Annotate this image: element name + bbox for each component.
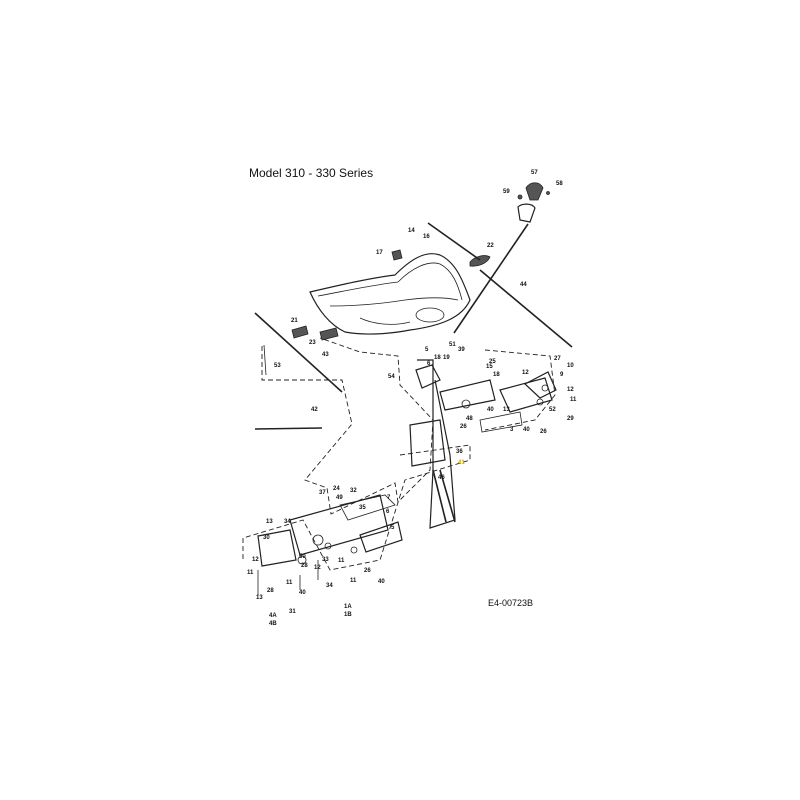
part-label-3: 3 bbox=[510, 427, 514, 433]
part-label-40: 40 bbox=[378, 579, 385, 585]
part-label-13: 13 bbox=[266, 519, 273, 525]
part-label-31: 31 bbox=[289, 609, 296, 615]
part-label-49: 49 bbox=[336, 495, 343, 501]
rod-44 bbox=[479, 269, 573, 348]
part-label-52: 52 bbox=[549, 407, 556, 413]
part-label-12: 12 bbox=[522, 370, 529, 376]
part-label-30: 30 bbox=[263, 535, 270, 541]
part-label-24: 24 bbox=[333, 486, 340, 492]
part-label-58: 58 bbox=[556, 181, 563, 187]
part-label-42: 42 bbox=[311, 407, 318, 413]
part-label-11: 11 bbox=[247, 570, 254, 576]
highlighted-labels: 41 bbox=[458, 460, 465, 466]
part-label-26: 26 bbox=[460, 424, 467, 430]
steering-column bbox=[409, 359, 456, 529]
part-label-41-highlight: 41 bbox=[458, 460, 465, 466]
part-label-1B: 1B bbox=[344, 612, 352, 618]
part-label-23: 23 bbox=[309, 340, 316, 346]
part-label-26: 26 bbox=[540, 429, 547, 435]
part-label-19: 19 bbox=[443, 355, 450, 361]
part-label-13: 13 bbox=[503, 407, 510, 413]
part-label-11: 11 bbox=[338, 558, 345, 564]
part-label-9: 9 bbox=[560, 372, 564, 378]
part-label-11: 11 bbox=[350, 578, 357, 584]
rod-44-upper bbox=[427, 222, 481, 261]
part-label-34: 34 bbox=[326, 583, 333, 589]
part-label-51: 51 bbox=[449, 342, 456, 348]
part-label-50: 50 bbox=[299, 554, 306, 560]
part-label-18: 18 bbox=[493, 372, 500, 378]
part-label-11: 11 bbox=[570, 397, 577, 403]
part-label-5: 5 bbox=[391, 525, 395, 531]
part-label-7: 7 bbox=[387, 495, 391, 501]
rod-43 bbox=[254, 312, 343, 393]
dashed-outline-right bbox=[484, 349, 556, 431]
dashed-outline-lower bbox=[242, 444, 471, 571]
part-label-40: 40 bbox=[299, 590, 306, 596]
part-label-39: 39 bbox=[458, 347, 465, 353]
lever-link bbox=[453, 223, 529, 334]
part-label-6: 6 bbox=[427, 361, 431, 367]
part-label-21: 21 bbox=[291, 318, 298, 324]
part-label-53: 53 bbox=[274, 363, 281, 369]
rod-42 bbox=[254, 427, 323, 430]
part-label-32: 32 bbox=[350, 488, 357, 494]
part-label-4A: 4A bbox=[269, 613, 277, 619]
part-label-37: 37 bbox=[319, 490, 326, 496]
part-label-34: 34 bbox=[284, 519, 291, 525]
part-label-12: 12 bbox=[567, 387, 574, 393]
part-label-15: 15 bbox=[486, 364, 493, 370]
part-label-54: 54 bbox=[388, 374, 395, 380]
part-label-33: 33 bbox=[322, 557, 329, 563]
part-label-12: 12 bbox=[314, 565, 321, 571]
right-bracket bbox=[439, 371, 557, 433]
panel-clips bbox=[291, 325, 339, 341]
part-label-26: 26 bbox=[364, 568, 371, 574]
part-label-16: 16 bbox=[423, 234, 430, 240]
rod-53 bbox=[263, 344, 267, 376]
part-label-43: 43 bbox=[322, 352, 329, 358]
part-label-22: 22 bbox=[487, 243, 494, 249]
part-label-13: 13 bbox=[256, 595, 263, 601]
part-label-12: 12 bbox=[252, 557, 259, 563]
part-label-46: 46 bbox=[438, 475, 445, 481]
part-label-28: 28 bbox=[301, 563, 308, 569]
knob-assembly bbox=[517, 182, 550, 223]
part-label-59: 59 bbox=[503, 189, 510, 195]
dashed-outline-upper bbox=[261, 337, 434, 515]
part-label-11: 11 bbox=[286, 580, 293, 586]
diagram-title: Model 310 - 330 Series bbox=[249, 166, 374, 180]
part-label-48: 48 bbox=[466, 416, 473, 422]
part-label-10: 10 bbox=[567, 363, 574, 369]
part-label-36: 36 bbox=[456, 449, 463, 455]
part-label-5: 5 bbox=[425, 347, 429, 353]
part-label-57: 57 bbox=[531, 170, 538, 176]
stacked-labels: 1A 1B 4A 4B bbox=[269, 604, 352, 627]
part-label-6: 6 bbox=[386, 509, 390, 515]
part-label-14: 14 bbox=[408, 228, 415, 234]
drawing-code: E4-00723B bbox=[488, 598, 534, 608]
part-label-17: 17 bbox=[376, 250, 383, 256]
part-label-1A: 1A bbox=[344, 604, 352, 610]
part-label-28: 28 bbox=[267, 588, 274, 594]
part-label-40: 40 bbox=[523, 427, 530, 433]
part-label-25: 25 bbox=[489, 359, 496, 365]
part-label-18: 18 bbox=[434, 355, 441, 361]
part-label-40: 40 bbox=[487, 407, 494, 413]
part-label-35: 35 bbox=[359, 505, 366, 511]
part-label-27: 27 bbox=[554, 356, 561, 362]
lower-linkage bbox=[257, 494, 403, 596]
part-label-44: 44 bbox=[520, 282, 527, 288]
part-label-4B: 4B bbox=[269, 621, 277, 627]
dash-panel bbox=[309, 249, 491, 335]
part-label-29: 29 bbox=[567, 416, 574, 422]
